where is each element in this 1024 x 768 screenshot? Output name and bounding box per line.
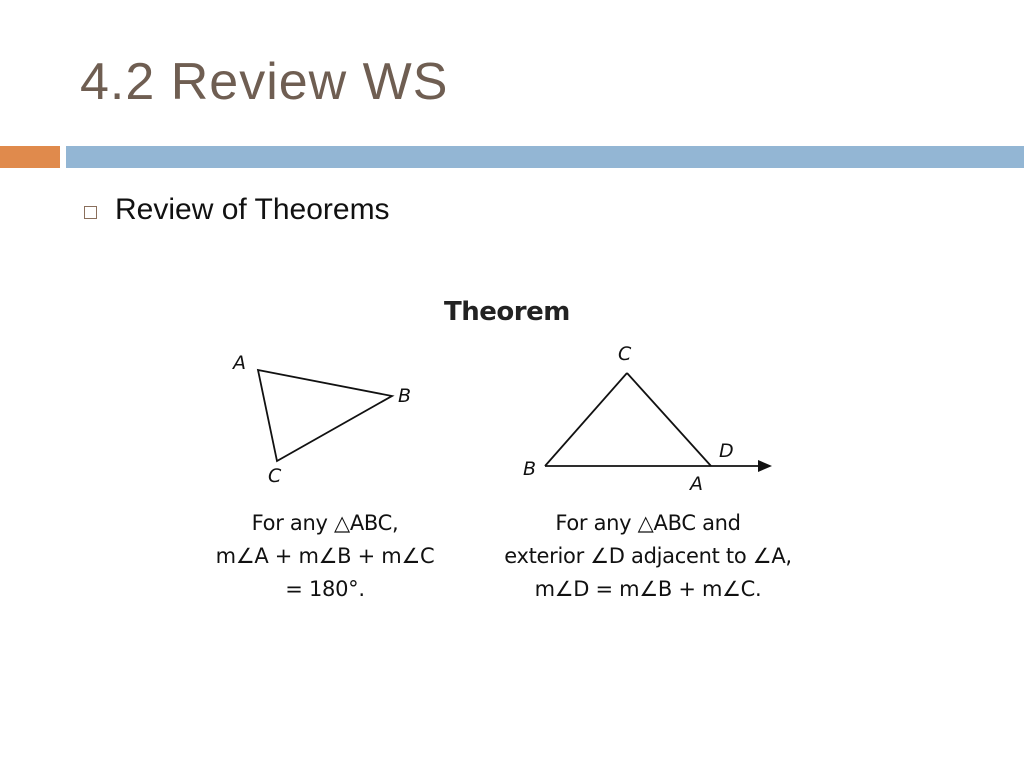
slide-title: 4.2 Review WS <box>80 53 449 111</box>
bullet-item: Review of Theorems <box>84 193 390 227</box>
vertex-label-c-left: C <box>268 465 282 487</box>
accent-bar-orange <box>0 146 60 168</box>
ray-arrowhead <box>758 460 772 472</box>
caption-exterior-angle: For any △ABC and exterior ∠D adjacent to… <box>478 507 818 606</box>
caption-line: m∠A + m∠B + m∠C <box>215 544 435 568</box>
triangle-abc-left <box>256 368 395 463</box>
caption-line: exterior ∠D adjacent to ∠A, <box>504 544 792 568</box>
vertex-label-b-left: B <box>398 385 412 407</box>
caption-line: m∠D = m∠B + m∠C. <box>534 577 762 601</box>
vertex-label-a-left: A <box>233 352 246 374</box>
accent-bar-blue <box>66 146 1024 168</box>
caption-line: For any △ABC, <box>251 511 399 535</box>
vertex-label-d-right: D <box>719 440 734 462</box>
theorem-heading: Theorem <box>444 297 570 327</box>
side-ca <box>626 372 712 467</box>
square-bullet-icon <box>84 205 97 219</box>
vertex-label-b-right: B <box>523 458 537 480</box>
bullet-text: Review of Theorems <box>115 193 390 226</box>
caption-line: = 180°. <box>285 577 365 601</box>
side-bc <box>544 372 628 467</box>
vertex-label-a-right: A <box>690 473 703 495</box>
caption-triangle-sum: For any △ABC, m∠A + m∠B + m∠C = 180°. <box>190 507 460 606</box>
vertex-label-c-right: C <box>618 343 632 365</box>
caption-line: For any △ABC and <box>555 511 741 535</box>
